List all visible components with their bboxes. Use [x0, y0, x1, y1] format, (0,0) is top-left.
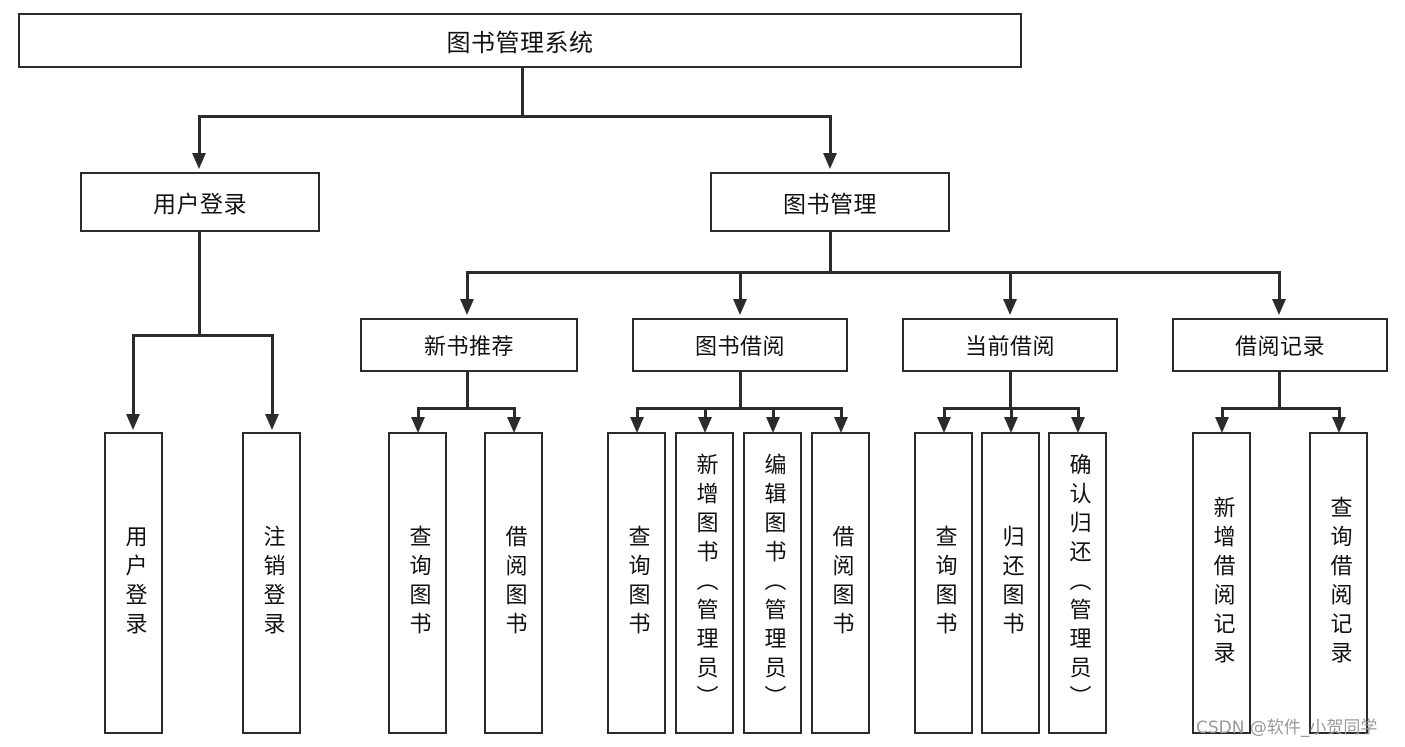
connector-user-login-bus — [133, 334, 273, 337]
arrowhead-bb-query-book — [630, 417, 644, 433]
connector-current-borrow-stem — [1009, 372, 1012, 409]
node-current-borrow[interactable]: 当前借阅 — [902, 318, 1118, 372]
connector-root-bus — [199, 115, 831, 118]
node-borrow-record[interactable]: 借阅记录 — [1172, 318, 1388, 372]
leaf-cb-confirm-return-admin[interactable]: 确认归还（管理员） — [1048, 432, 1107, 734]
csdn-watermark: CSDN @软件_小贺同学 — [1196, 718, 1378, 738]
connector-book-manage-bus — [467, 271, 1279, 274]
arrowhead-nb-query-book — [411, 417, 425, 433]
connector-cb-to-leaf-1 — [943, 407, 946, 419]
arrowhead-leaf-logout — [265, 414, 279, 430]
leaf-cb-query-book[interactable]: 查询图书 — [914, 432, 973, 734]
arrowhead-leaf-user-login — [126, 414, 140, 430]
connector-cb-to-leaf-2 — [1010, 407, 1013, 419]
connector-user-login-to-leaf-1 — [132, 334, 135, 416]
connector-root-to-book-manage — [829, 115, 832, 155]
leaf-bb-add-book-admin[interactable]: 新增图书（管理员） — [675, 432, 734, 734]
arrowhead-bb-edit-book — [766, 417, 780, 433]
arrowhead-current-borrow — [1003, 299, 1017, 315]
connector-root-to-user-login — [198, 115, 201, 155]
connector-root-stem — [521, 68, 524, 117]
node-user-login[interactable]: 用户登录 — [80, 172, 320, 232]
leaf-br-add-record[interactable]: 新增借阅记录 — [1192, 432, 1251, 734]
connector-book-borrow-bus — [637, 407, 841, 410]
node-root-system[interactable]: 图书管理系统 — [18, 13, 1022, 68]
connector-bm-to-new-book — [466, 271, 469, 301]
connector-bb-to-leaf-2 — [704, 407, 707, 419]
connector-user-login-to-leaf-2 — [271, 334, 274, 416]
arrowhead-book-borrow — [733, 299, 747, 315]
leaf-nb-borrow-book[interactable]: 借阅图书 — [484, 432, 543, 734]
node-book-borrow[interactable]: 图书借阅 — [632, 318, 848, 372]
arrowhead-book-manage — [823, 153, 837, 169]
connector-br-to-leaf-2 — [1338, 407, 1341, 419]
arrowhead-user-login — [192, 153, 206, 169]
leaf-br-query-record[interactable]: 查询借阅记录 — [1309, 432, 1368, 734]
arrowhead-cb-confirm-return — [1071, 417, 1085, 433]
leaf-user-login[interactable]: 用户登录 — [104, 432, 163, 734]
arrowhead-cb-query-book — [937, 417, 951, 433]
arrowhead-br-query-record — [1332, 417, 1346, 433]
connector-cb-to-leaf-3 — [1077, 407, 1080, 419]
arrowhead-bb-add-book — [698, 417, 712, 433]
connector-bb-to-leaf-1 — [636, 407, 639, 419]
arrowhead-bb-borrow-book — [834, 417, 848, 433]
connector-nb-to-leaf-1 — [417, 407, 420, 419]
connector-user-login-stem — [198, 232, 201, 336]
arrowhead-new-book-recommend — [460, 299, 474, 315]
connector-bb-to-leaf-4 — [840, 407, 843, 419]
connector-br-to-leaf-1 — [1221, 407, 1224, 419]
connector-borrow-record-bus — [1222, 407, 1340, 410]
connector-book-borrow-stem — [739, 372, 742, 409]
leaf-bb-edit-book-admin[interactable]: 编辑图书（管理员） — [743, 432, 802, 734]
connector-book-manage-stem — [829, 232, 832, 273]
leaf-bb-borrow-book[interactable]: 借阅图书 — [811, 432, 870, 734]
connector-new-book-stem — [466, 372, 469, 409]
leaf-nb-query-book[interactable]: 查询图书 — [388, 432, 447, 734]
connector-bm-to-book-borrow — [739, 271, 742, 301]
arrowhead-nb-borrow-book — [507, 417, 521, 433]
arrowhead-br-add-record — [1215, 417, 1229, 433]
connector-new-book-bus — [418, 407, 516, 410]
connector-nb-to-leaf-2 — [513, 407, 516, 419]
arrowhead-cb-return-book — [1004, 417, 1018, 433]
arrowhead-borrow-record — [1272, 299, 1286, 315]
leaf-logout[interactable]: 注销登录 — [242, 432, 301, 734]
connector-bb-to-leaf-3 — [772, 407, 775, 419]
leaf-bb-query-book[interactable]: 查询图书 — [607, 432, 666, 734]
connector-borrow-record-stem — [1278, 372, 1281, 409]
leaf-cb-return-book[interactable]: 归还图书 — [981, 432, 1040, 734]
node-book-management[interactable]: 图书管理 — [710, 172, 950, 232]
connector-bm-to-borrow-record — [1278, 271, 1281, 301]
connector-bm-to-current-borrow — [1009, 271, 1012, 301]
node-new-book-recommend[interactable]: 新书推荐 — [360, 318, 578, 372]
